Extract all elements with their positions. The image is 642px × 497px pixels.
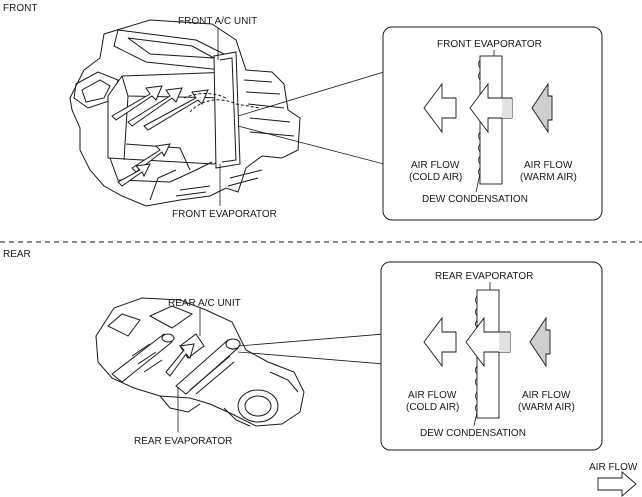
rear-evaporator-label: REAR EVAPORATOR (134, 436, 232, 447)
front-warm-air-label-line2: (WARM AIR) (520, 172, 577, 183)
rear-cold-air-label-line2: (COLD AIR) (406, 402, 459, 413)
front-section-label: FRONT (3, 3, 37, 14)
front-detail-evaporator-label: FRONT EVAPORATOR (437, 39, 542, 50)
front-ac-unit-drawing (69, 19, 301, 207)
rear-unit-label: REAR A/C UNIT (168, 298, 241, 309)
rear-detail-evaporator-label: REAR EVAPORATOR (435, 271, 533, 282)
front-evaporator-label: FRONT EVAPORATOR (172, 209, 277, 220)
front-unit-label: FRONT A/C UNIT (178, 16, 257, 27)
arrow-right-icon (597, 471, 637, 497)
rear-cold-air-arrow-icon (423, 316, 457, 368)
rear-warm-air-label-line2: (WARM AIR) (518, 402, 575, 413)
front-zoom-line-bottom (237, 125, 385, 165)
front-condensation-leader (475, 173, 481, 193)
rear-warm-air-arrow-icon (529, 316, 551, 368)
front-cold-air-arrow-icon (423, 82, 457, 134)
rear-section-label: REAR (3, 249, 31, 260)
rear-condensation-label: DEW CONDENSATION (420, 428, 526, 439)
rear-warm-air-label-line1: AIR FLOW (522, 390, 571, 401)
front-cold-air-label-line2: (COLD AIR) (409, 172, 462, 183)
front-detail-panel: FRONT EVAPORATOR AIR FLOW (COLD AIR) AIR… (382, 26, 603, 221)
front-zoom-line-top (237, 71, 385, 117)
rear-through-air-shade (499, 333, 510, 352)
rear-dew-droplets (475, 295, 478, 413)
front-cold-air-label-line1: AIR FLOW (411, 160, 460, 171)
rear-detail-panel: REAR EVAPORATOR AIR FLOW (COLD AIR) AIR … (380, 261, 603, 451)
front-through-air-shade (502, 99, 512, 118)
rear-ac-unit-drawing (95, 297, 305, 427)
legend-air-flow-label: AIR FLOW (589, 462, 638, 473)
front-dew-droplets (478, 59, 481, 177)
rear-zoom-line-bottom (237, 351, 385, 365)
rear-condensation-leader (473, 411, 478, 427)
front-warm-air-arrow-icon (531, 82, 553, 134)
front-warm-air-label-line1: AIR FLOW (524, 160, 573, 171)
rear-cold-air-label-line1: AIR FLOW (408, 390, 457, 401)
front-condensation-label: DEW CONDENSATION (422, 194, 528, 205)
rear-zoom-line-top (237, 333, 385, 347)
